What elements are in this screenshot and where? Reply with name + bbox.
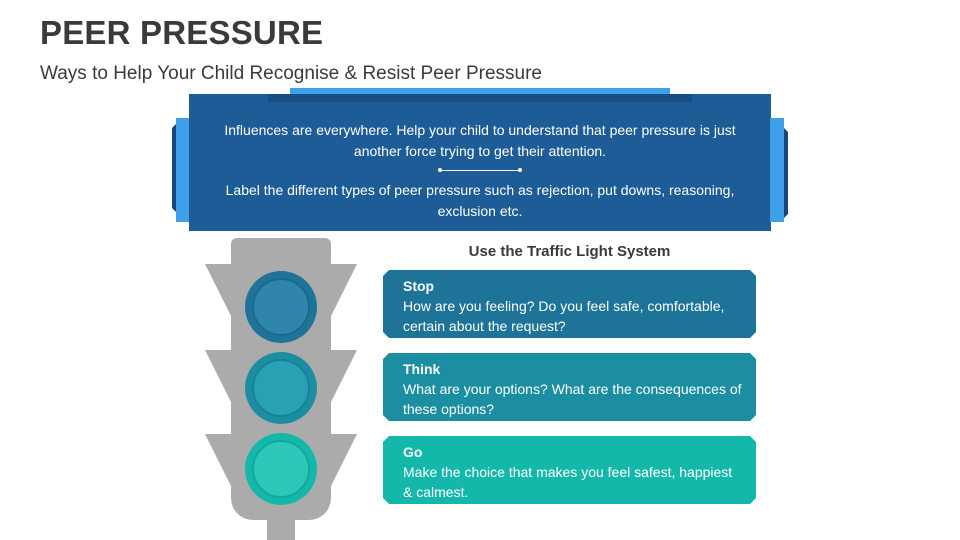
step-text: How are you feeling? Do you feel safe, c… xyxy=(403,298,725,334)
card-shape xyxy=(383,353,756,421)
page-title: PEER PRESSURE xyxy=(40,14,324,51)
banner-divider xyxy=(438,168,522,172)
traffic-light-heading: Use the Traffic Light System xyxy=(468,243,671,260)
banner-text-1: Influences are everywhere. Help your chi… xyxy=(224,122,736,159)
traffic-light xyxy=(205,238,357,540)
card-shape xyxy=(383,436,756,504)
step-title: Think xyxy=(403,361,441,377)
step-card-stop: Stop How are you feeling? Do you feel sa… xyxy=(383,270,756,338)
page-subtitle: Ways to Help Your Child Recognise & Resi… xyxy=(40,63,542,84)
step-text: What are your options? What are the cons… xyxy=(403,381,742,417)
banner-text-2: Label the different types of peer pressu… xyxy=(225,182,735,219)
stop-light xyxy=(245,271,317,343)
step-title: Stop xyxy=(403,278,435,294)
step-card-think: Think What are your options? What are th… xyxy=(383,353,756,421)
go-light xyxy=(245,433,317,505)
step-card-go: Go Make the choice that makes you feel s… xyxy=(383,436,756,504)
step-text: Make the choice that makes you feel safe… xyxy=(403,464,733,500)
banner-shape xyxy=(172,88,788,231)
card-shape xyxy=(383,270,756,338)
think-light xyxy=(245,352,317,424)
banner-content: Influences are everywhere. Help your chi… xyxy=(205,120,755,222)
step-title: Go xyxy=(403,444,423,460)
